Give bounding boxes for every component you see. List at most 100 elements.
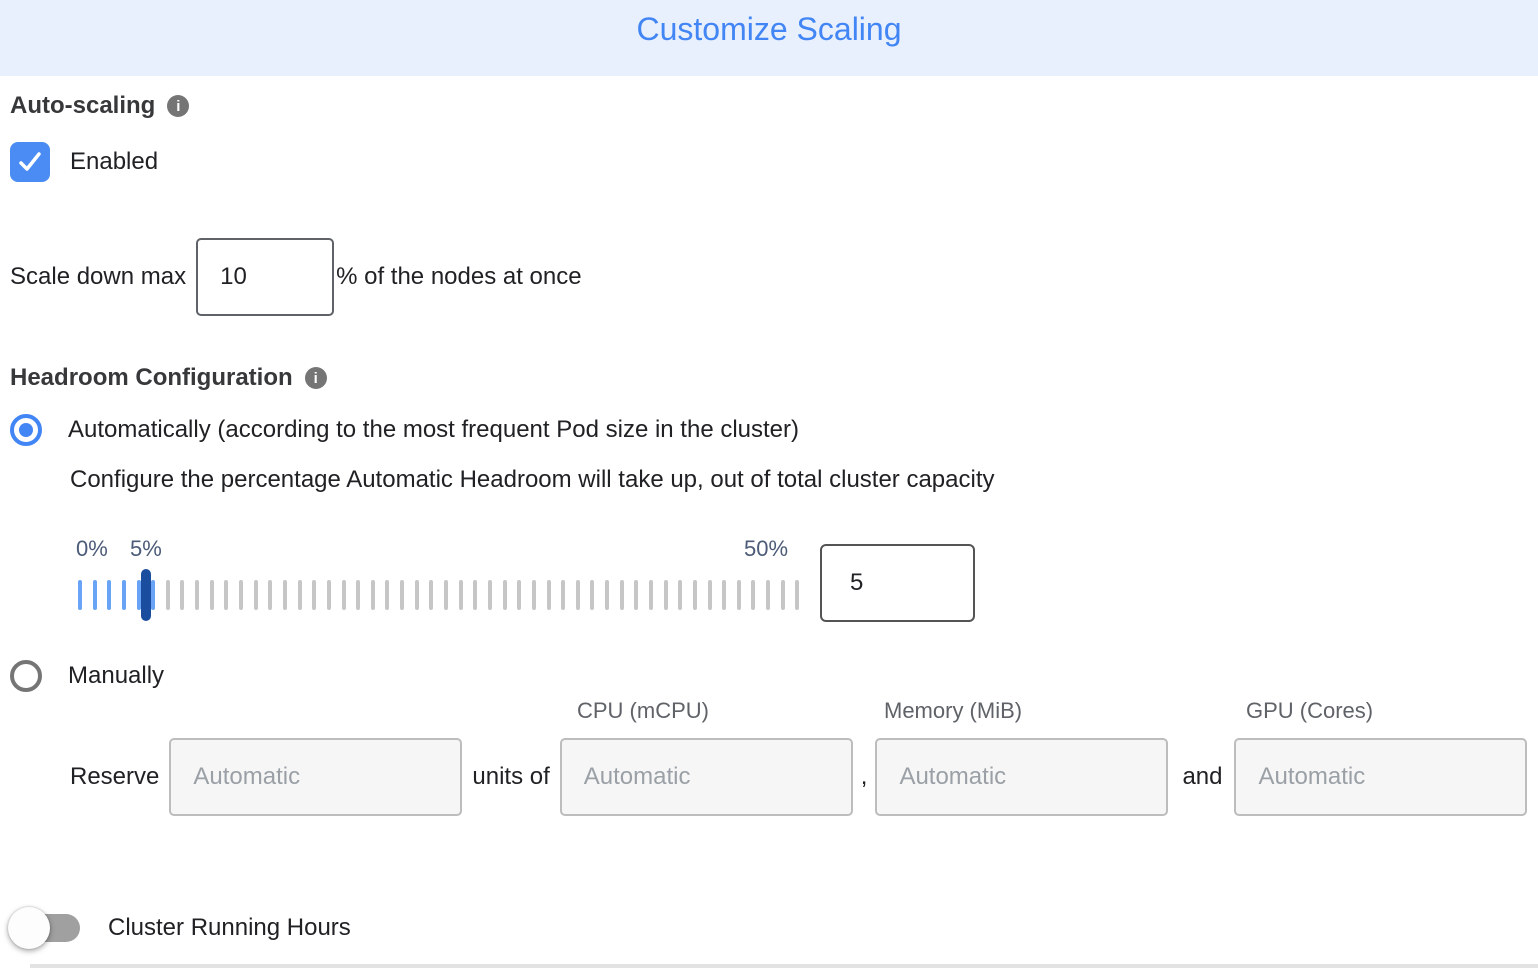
headroom-manually-radio[interactable] — [10, 660, 42, 692]
slider-tick — [400, 580, 405, 610]
slider-tick — [326, 580, 331, 610]
dialog-title: Customize Scaling — [636, 11, 902, 47]
scale-down-row: Scale down max % of the nodes at once — [10, 238, 1528, 316]
headroom-section-header: Headroom Configuration i — [10, 364, 1528, 392]
slider-tick — [634, 580, 639, 610]
slider-tick — [136, 580, 141, 610]
headroom-percentage-input[interactable] — [820, 544, 975, 622]
slider-tick — [107, 580, 112, 610]
slider-tick — [736, 580, 741, 610]
headroom-slider: 0% 5% 50% — [76, 536, 800, 621]
reserve-section: CPU (mCPU) Memory (MiB) GPU (Cores) Rese… — [10, 698, 1528, 816]
slider-tick — [385, 580, 390, 610]
cluster-running-hours-label: Cluster Running Hours — [108, 914, 351, 941]
memory-column-header: Memory (MiB) — [884, 698, 1023, 723]
slider-tick — [268, 580, 273, 610]
headroom-slider-row: 0% 5% 50% — [76, 536, 1528, 622]
slider-tick — [531, 580, 536, 610]
scale-down-max-input[interactable] — [196, 238, 335, 316]
reserve-label: Reserve — [70, 763, 160, 790]
slider-tick — [663, 580, 668, 610]
slider-tick — [165, 580, 170, 610]
slider-tick — [751, 580, 756, 610]
headroom-automatic-radio[interactable] — [10, 414, 42, 446]
slider-tick — [180, 580, 185, 610]
cluster-running-hours-toggle[interactable] — [8, 907, 80, 949]
reserve-row: Reserve units of , and — [10, 738, 1528, 816]
slider-tick — [282, 580, 287, 610]
slider-tick — [195, 580, 200, 610]
reserve-memory-input[interactable] — [875, 738, 1169, 816]
toggle-knob[interactable] — [8, 907, 50, 949]
slider-tick — [766, 580, 771, 610]
slider-tick — [795, 580, 800, 610]
slider-tick — [605, 580, 610, 610]
info-icon[interactable]: i — [304, 367, 327, 389]
slider-tick — [678, 580, 683, 610]
auto-scaling-section-header: Auto-scaling i — [10, 92, 1528, 120]
headroom-description: Configure the percentage Automatic Headr… — [70, 466, 995, 493]
slider-tick — [239, 580, 244, 610]
gpu-column-header: GPU (Cores) — [1246, 698, 1374, 723]
slider-handle[interactable] — [140, 569, 151, 621]
slider-ticks[interactable] — [78, 569, 800, 621]
auto-scaling-label: Auto-scaling — [10, 92, 156, 119]
slider-tick — [487, 580, 492, 610]
slider-tick — [648, 580, 653, 610]
slider-tick — [429, 580, 434, 610]
checkmark-icon — [19, 152, 41, 171]
auto-scaling-enabled-label: Enabled — [70, 148, 159, 175]
headroom-configuration-label: Headroom Configuration — [10, 364, 293, 391]
dialog-body: Auto-scaling i Enabled Scale down max % … — [0, 92, 1538, 949]
slider-tick — [121, 580, 126, 610]
slider-tick — [370, 580, 375, 610]
headroom-automatic-label: Automatically (according to the most fre… — [68, 416, 800, 443]
comma-separator: , — [860, 763, 868, 790]
info-icon[interactable]: i — [167, 95, 190, 117]
slider-tick — [92, 580, 97, 610]
cluster-running-hours-row: Cluster Running Hours — [8, 907, 1528, 949]
slider-tick — [561, 580, 566, 610]
auto-scaling-enabled-checkbox[interactable] — [10, 142, 50, 182]
radio-dot — [19, 423, 33, 437]
bottom-divider — [30, 964, 1538, 968]
reserve-cpu-input[interactable] — [559, 738, 853, 816]
slider-tick — [312, 580, 317, 610]
slider-min-label: 0% — [76, 536, 108, 561]
dialog-header: Customize Scaling — [0, 0, 1538, 76]
slider-labels: 0% 5% 50% — [76, 536, 800, 566]
slider-tick — [590, 580, 595, 610]
headroom-manually-label: Manually — [68, 662, 165, 689]
scale-down-prefix-label: Scale down max — [10, 263, 187, 290]
headroom-manual-option-row: Manually — [10, 660, 1528, 692]
slider-tick — [473, 580, 478, 610]
slider-max-label: 50% — [744, 536, 789, 561]
slider-tick — [502, 580, 507, 610]
scale-down-suffix-label: % of the nodes at once — [336, 263, 582, 290]
slider-tick — [546, 580, 551, 610]
slider-tick — [780, 580, 785, 610]
slider-tick — [575, 580, 580, 610]
units-of-label: units of — [472, 763, 550, 790]
slider-tick — [414, 580, 419, 610]
slider-tick — [253, 580, 258, 610]
slider-tick — [356, 580, 361, 610]
slider-tick — [78, 580, 82, 610]
headroom-automatic-option-row: Automatically (according to the most fre… — [10, 414, 1528, 446]
slider-tick — [619, 580, 624, 610]
slider-tick — [209, 580, 214, 610]
slider-tick — [297, 580, 302, 610]
slider-tick — [444, 580, 449, 610]
auto-scaling-enabled-row: Enabled — [10, 142, 1528, 182]
slider-tick — [341, 580, 346, 610]
slider-tick — [722, 580, 727, 610]
and-separator: and — [1182, 763, 1223, 790]
slider-tick — [224, 580, 229, 610]
slider-current-label: 5% — [129, 536, 162, 561]
slider-tick — [458, 580, 463, 610]
slider-tick — [707, 580, 712, 610]
slider-tick — [517, 580, 522, 610]
reserve-units-input[interactable] — [169, 738, 463, 816]
slider-tick — [151, 580, 156, 610]
reserve-gpu-input[interactable] — [1234, 738, 1528, 816]
